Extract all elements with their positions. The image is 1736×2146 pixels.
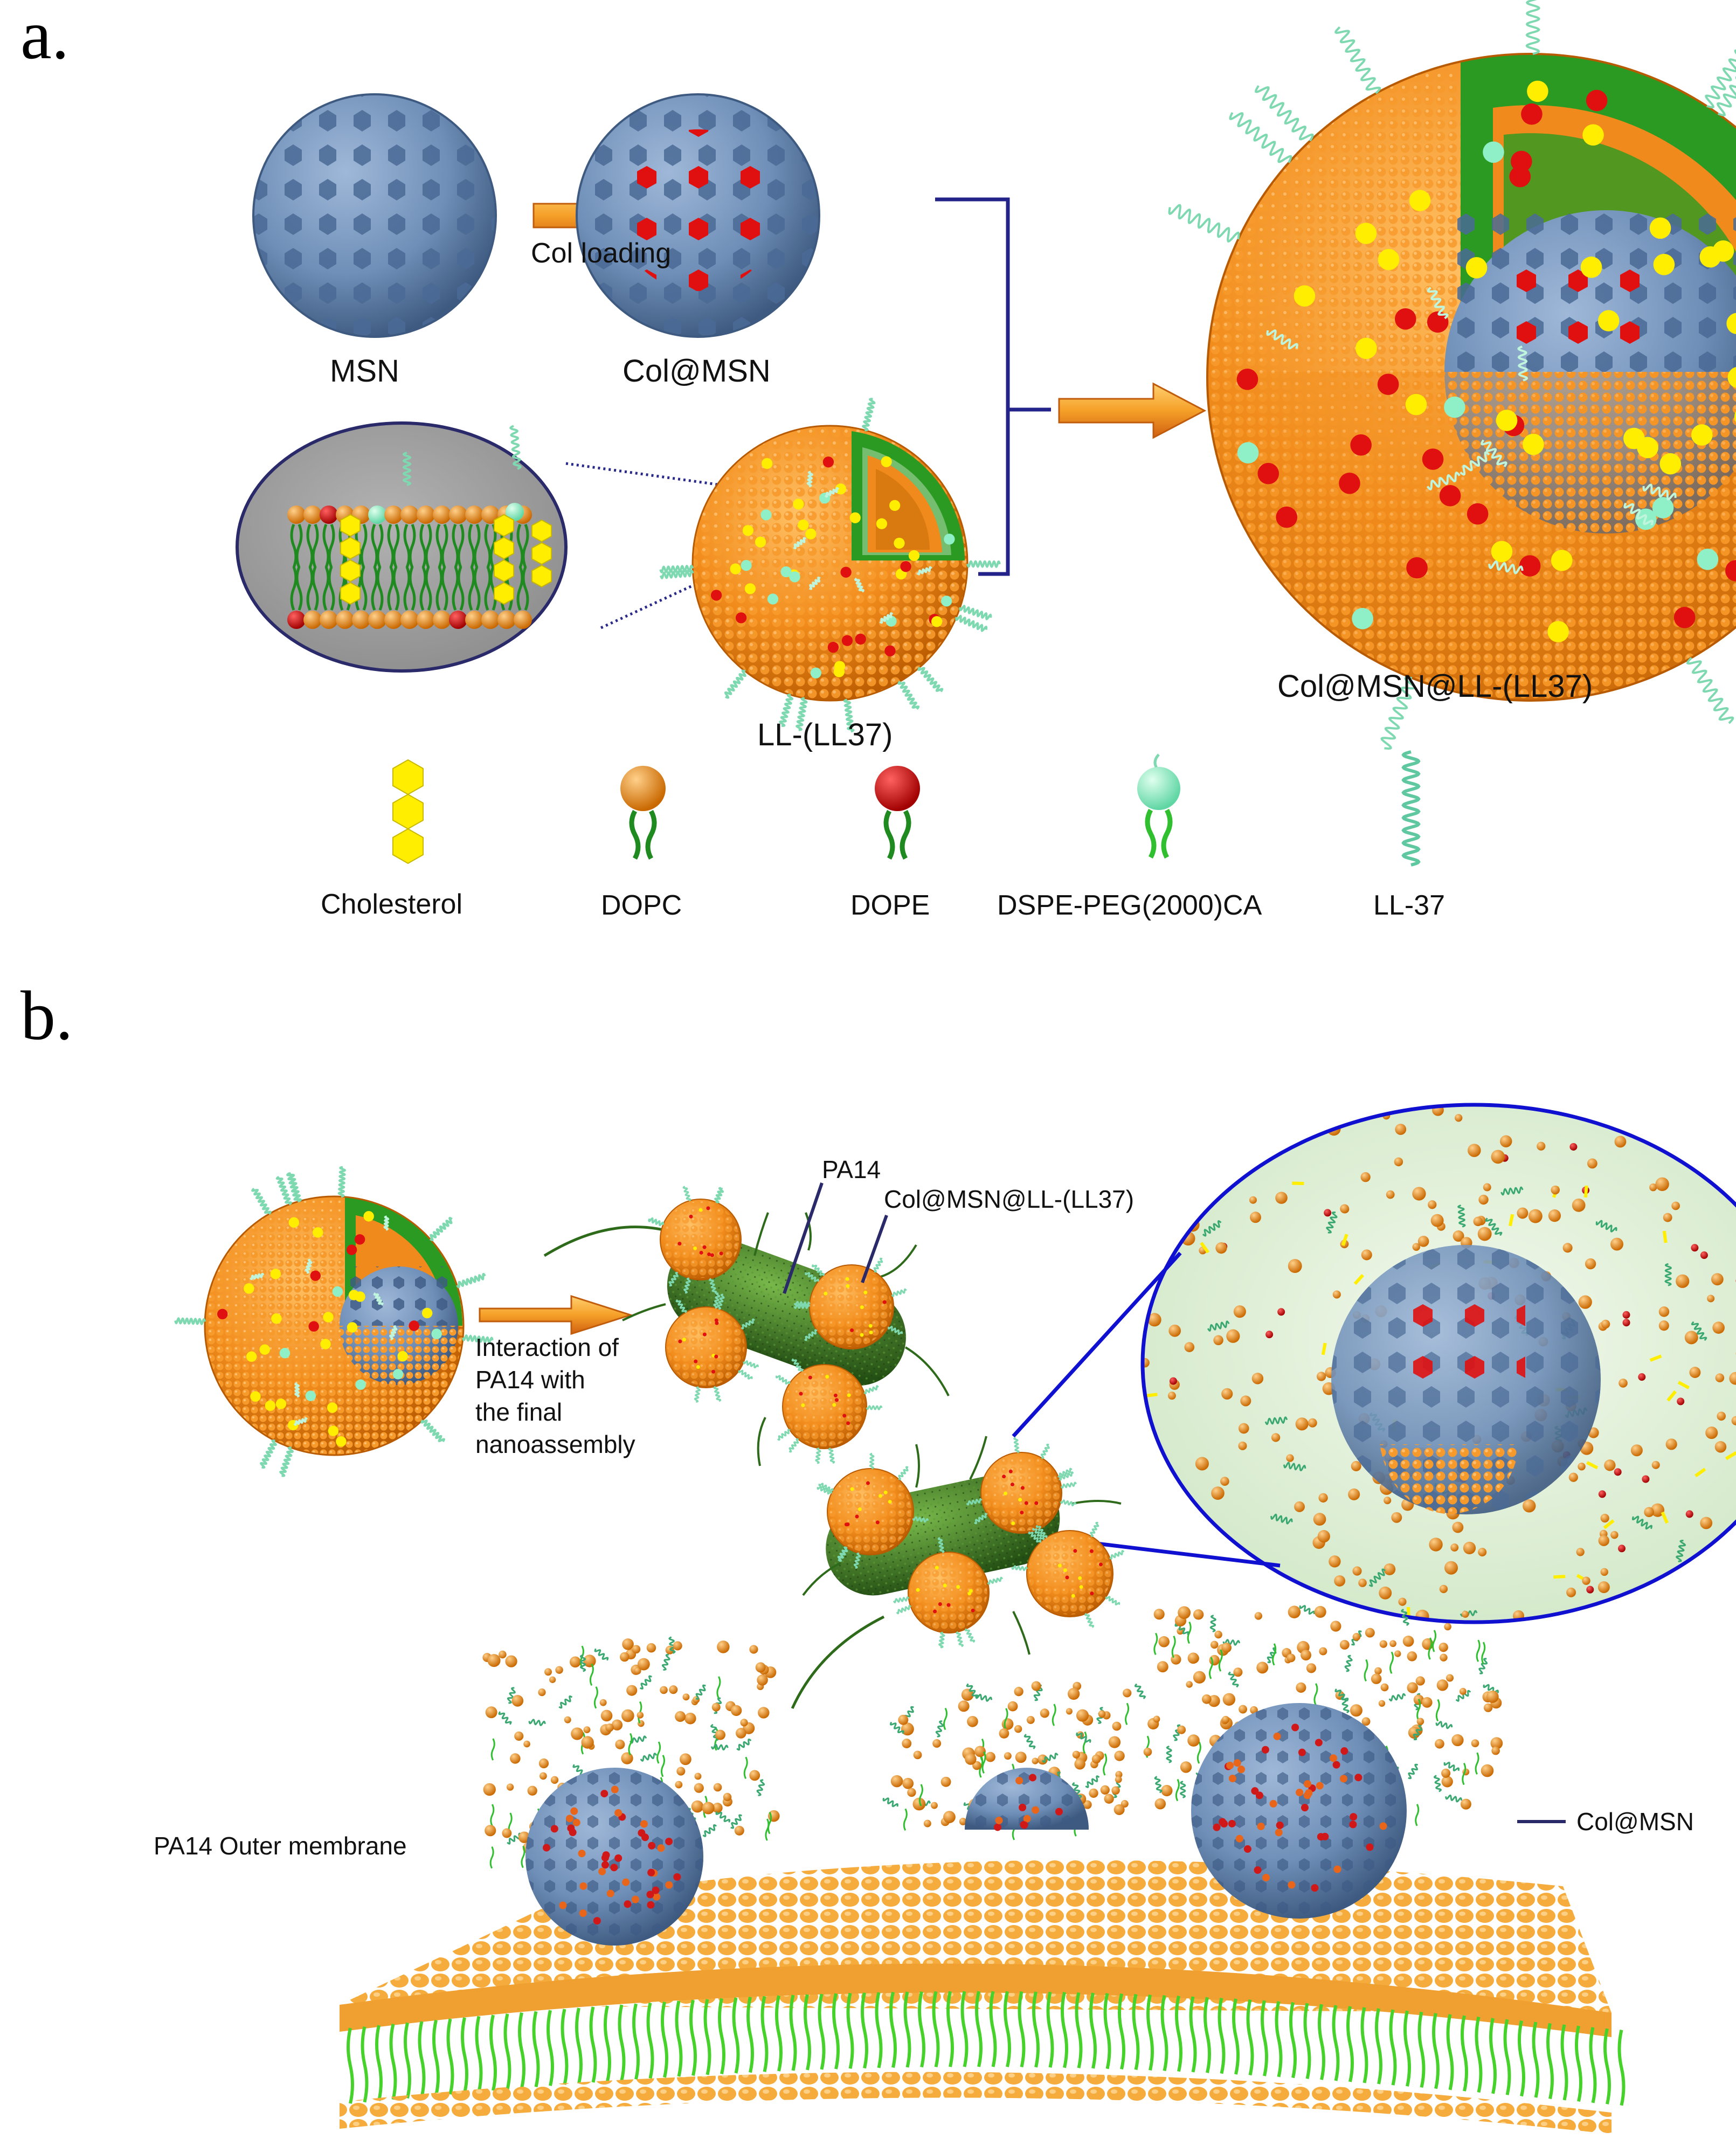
legend-cholesterol-label: Cholesterol: [321, 889, 463, 920]
legend-ll37-label: LL-37: [1373, 890, 1445, 921]
pa14-label: PA14: [822, 1155, 881, 1183]
liposome-sphere: [659, 398, 1001, 733]
legend-dspe-peg-label: DSPE-PEG(2000)CA: [997, 890, 1262, 921]
interaction-arrow: [479, 1294, 633, 1335]
legend-ll37-helix-icon: [1401, 750, 1421, 867]
legend-dope-icon: [875, 766, 920, 860]
legend-dopc-icon: [620, 766, 666, 860]
panel-b: [174, 1103, 1736, 2134]
col-msn-label-b: Col@MSN: [1576, 1808, 1694, 1836]
panel-b-letter: b.: [20, 977, 73, 1055]
membrane-msn-left: [482, 1636, 780, 1946]
msn-sphere: [252, 93, 497, 338]
pa14-pointer: [783, 1182, 824, 1294]
merge-arrow: [1058, 382, 1207, 439]
panel-a: [236, 0, 1736, 867]
col-msn-sphere: [576, 93, 820, 338]
nanoassembly-label-b: Col@MSN@LL-(LL37): [884, 1185, 1135, 1213]
nanoassembly-pointer: [861, 1214, 888, 1284]
bacterium-middle: [791, 1436, 1125, 1709]
col-loading-label: Col loading: [531, 238, 672, 269]
legend-dspe-peg-icon: [1137, 753, 1180, 859]
membrane-label: PA14 Outer membrane: [154, 1832, 407, 1860]
nanoassembly-sphere-b: [174, 1166, 494, 1477]
panel-a-letter: a.: [20, 0, 70, 74]
legend-cholesterol-icon: [392, 759, 424, 864]
interaction-line-3: the final: [475, 1398, 563, 1426]
legend-dopc-label: DOPC: [601, 890, 682, 921]
zoom-circle: [1140, 1103, 1736, 1624]
legend-dope-label: DOPE: [850, 890, 930, 921]
outer-membrane: [340, 1860, 1626, 2134]
membrane-msn-middle: [882, 1681, 1159, 1840]
interaction-line-4: nanoassembly: [475, 1430, 635, 1458]
zoom-line-bottom: [600, 516, 842, 629]
bilayer-inset: [236, 421, 568, 673]
membrane-msn-right: [1153, 1605, 1503, 1919]
interaction-line-1: Interaction of: [475, 1333, 619, 1361]
msn-label: MSN: [330, 354, 399, 389]
bacterium-top: [543, 1186, 950, 1466]
final-nanoparticle: [1168, 0, 1736, 750]
col-msn-label: Col@MSN: [623, 354, 771, 389]
zoom-link-top: [1012, 1251, 1182, 1438]
final-nanoparticle-label: Col@MSN@LL-(LL37): [1277, 669, 1593, 704]
interaction-line-2: PA14 with: [475, 1366, 585, 1394]
combination-bracket: [935, 197, 1051, 576]
liposome-label: LL-(LL37): [757, 717, 893, 752]
